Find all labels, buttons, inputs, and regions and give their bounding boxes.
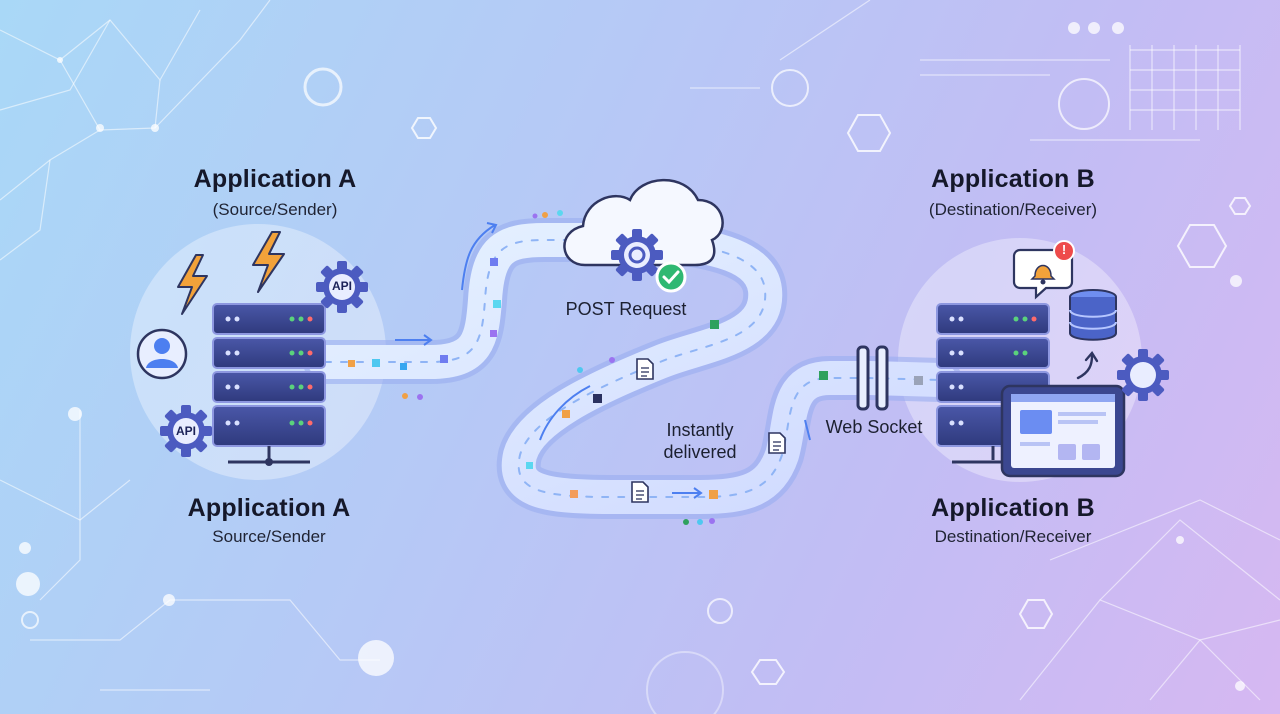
api-badge-label: API (331, 279, 352, 293)
document-icon (768, 432, 786, 454)
api-badge-label: API (175, 424, 196, 438)
app-b-subtitle-bottom: Destination/Receiver (934, 527, 1092, 546)
alert-badge-mark: ! (1061, 242, 1067, 257)
check-icon (655, 261, 687, 293)
decorative-rings (21, 67, 1110, 714)
tablet-dashboard-icon (1000, 384, 1126, 478)
delivered-label: delivered (663, 442, 737, 462)
web-socket-label: Web Socket (825, 417, 923, 437)
app-b-title-top: Application B (931, 165, 1095, 193)
alert-badge-icon (1053, 240, 1075, 262)
instantly-label: Instantly (666, 420, 734, 440)
app-b-subtitle-top: (Destination/Receiver) (928, 200, 1098, 219)
decorative-dots (16, 22, 1245, 691)
lightning-icon (252, 231, 285, 293)
document-icon (636, 358, 654, 380)
app-a-subtitle-bottom: Source/Sender (212, 527, 326, 546)
upload-arrow-icon (1076, 350, 1099, 380)
database-icon (1069, 289, 1117, 341)
app-b-title-bottom: Application B (931, 494, 1095, 522)
post-request-label: POST Request (565, 299, 687, 319)
gear-icon (611, 229, 663, 281)
pipeline-direction-arrows (395, 222, 811, 499)
decorative-hexagons (410, 114, 1252, 685)
data-packets (348, 210, 923, 525)
data-pipeline (303, 218, 962, 519)
user-avatar-icon (136, 328, 188, 380)
app-a-title-top: Application A (193, 165, 357, 193)
app-a-title-bottom: Application A (187, 494, 351, 522)
grid-decoration (1129, 45, 1241, 130)
cloud-icon (563, 178, 724, 267)
lightning-icon (177, 254, 208, 315)
gear-icon (1117, 349, 1169, 401)
app-a-subtitle-top: (Source/Sender) (212, 200, 338, 219)
document-icon (631, 481, 649, 503)
app-a-server-icon (212, 303, 326, 466)
web-socket-connector (856, 345, 889, 411)
